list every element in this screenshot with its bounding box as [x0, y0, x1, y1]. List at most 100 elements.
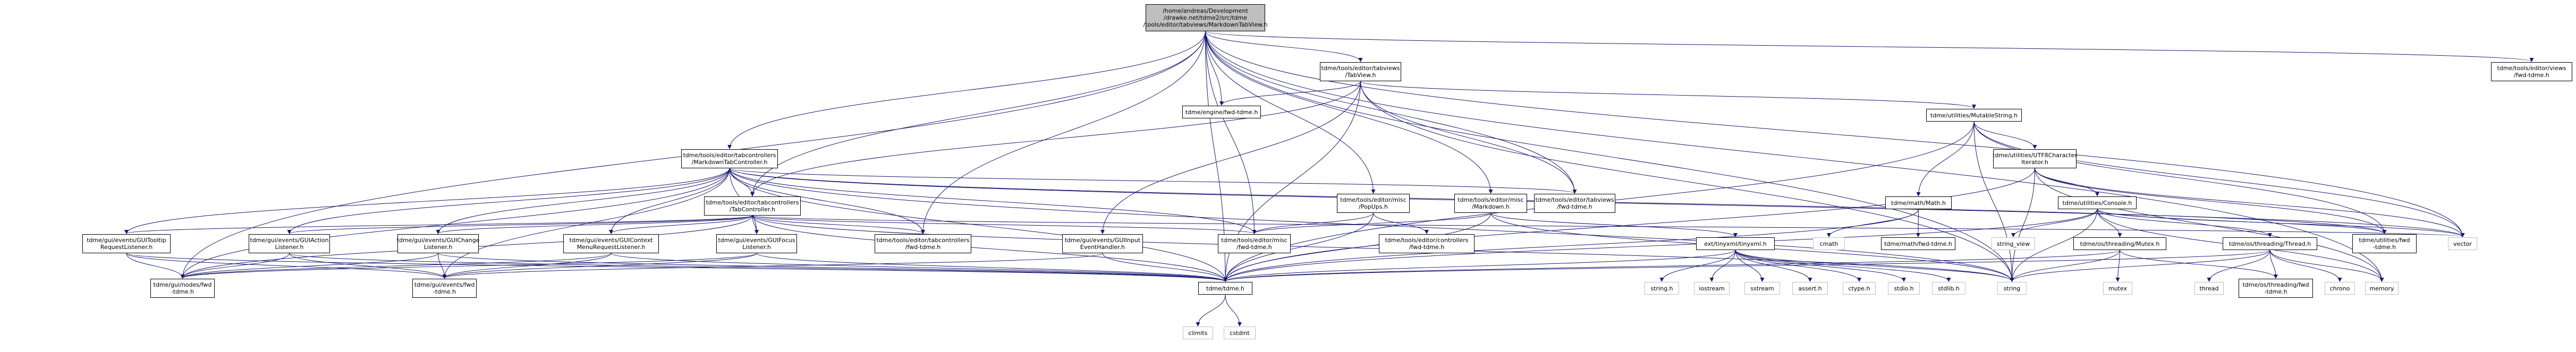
- node-string-h: string.h: [1645, 282, 1679, 295]
- node-views-fwd[interactable]: tdme/tools/editor/views /fwd-tdme.h: [2491, 62, 2572, 81]
- edge-root-to-misc-fwd: [1205, 31, 1257, 234]
- edge-tinyxml-to-string-h: [1659, 250, 1736, 282]
- node-utf8[interactable]: tdme/utilities/UTF8Character Iterator.h: [1993, 149, 2077, 168]
- edge-tabview-to-gui-input: [1100, 81, 1361, 234]
- edge-gui-focus-to-tdme-h: [756, 253, 1227, 282]
- edge-md-tab-controller-to-gui-change: [436, 168, 730, 234]
- node-iostream: iostream: [1694, 282, 1730, 295]
- edge-markdown-to-tinyxml: [1490, 212, 1738, 237]
- edge-tab-controller-to-tdme-h: [752, 215, 1227, 282]
- edge-gui-tooltip-to-nodes-fwd: [126, 253, 185, 279]
- node-vector: vector: [2448, 237, 2477, 250]
- edge-md-tab-controller-to-tdme-h: [729, 168, 1227, 282]
- edge-math-to-cmath: [1827, 209, 1919, 237]
- node-tabviews-fwd[interactable]: tdme/tools/editor/tabviews /fwd-tdme.h: [1534, 194, 1615, 213]
- node-os-thread[interactable]: tdme/os/threading/Thread.h: [2223, 237, 2317, 250]
- edge-popups-to-tdme-h: [1223, 212, 1374, 282]
- edge-tab-controller-to-vector: [752, 215, 2464, 237]
- edge-mutable-string-to-utilities-fwd: [1973, 121, 2387, 234]
- node-sstream: sstream: [1744, 282, 1780, 295]
- edge-md-tab-controller-to-tabcontrollers-fwd: [729, 168, 925, 234]
- edge-gui-input-to-tdme-h: [1102, 253, 1227, 282]
- edge-mutable-string-to-string: [1973, 121, 2014, 282]
- node-tabview[interactable]: tdme/tools/editor/tabviews /TabView.h: [1320, 62, 1401, 81]
- node-math[interactable]: tdme/math/Math.h: [1885, 196, 1952, 209]
- node-cmath: cmath: [1813, 237, 1845, 250]
- node-popups[interactable]: tdme/tools/editor/misc /PopUps.h: [1337, 194, 1410, 213]
- edge-gui-context-to-nodes-fwd: [180, 253, 612, 279]
- edge-tabview-to-engine-fwd: [1219, 81, 1361, 106]
- edge-tinyxml-to-iostream: [1709, 250, 1736, 282]
- edge-utf8-to-memory: [2035, 168, 2384, 282]
- edge-root-to-tabviews-fwd: [1205, 31, 1577, 194]
- node-misc-fwd[interactable]: tdme/tools/editor/misc /fwd-tdme.h: [1218, 234, 1291, 253]
- node-gui-tooltip[interactable]: tdme/gui/events/GUITooltip RequestListen…: [82, 234, 171, 253]
- node-engine-fwd[interactable]: tdme/engine/fwd-tdme.h: [1182, 106, 1261, 118]
- node-mutable-string[interactable]: tdme/utilities/MutableString.h: [1926, 109, 2022, 122]
- node-string: string: [1997, 282, 2027, 295]
- edge-console-to-os-mutex: [2097, 209, 2122, 237]
- edge-root-to-vector: [1205, 31, 2465, 237]
- edge-gui-tooltip-to-events-fwd: [126, 253, 447, 279]
- node-os-mutex[interactable]: tdme/os/threading/Mutex.h: [2073, 237, 2166, 250]
- edge-tinyxml-to-assert-h: [1735, 250, 1812, 282]
- edge-utf8-to-string: [2010, 168, 2035, 282]
- node-gui-input[interactable]: tdme/gui/events/GUIInput EventHandler.h: [1062, 234, 1143, 253]
- edge-gui-action-to-tdme-h: [289, 253, 1227, 282]
- edge-gui-tooltip-to-tdme-h: [126, 253, 1227, 282]
- edge-root-to-md-tab-controller: [727, 31, 1206, 149]
- edge-console-to-tdme-h: [1223, 209, 2098, 282]
- edge-tinyxml-to-ctype-h: [1735, 250, 1861, 282]
- edge-tinyxml-to-tdme-h: [1223, 250, 1736, 282]
- edge-os-mutex-to-string: [2010, 250, 2120, 282]
- edge-utf8-to-vector: [2035, 168, 2465, 237]
- node-tinyxml[interactable]: ext/tinyxml/tinyxml.h: [1696, 237, 1775, 250]
- node-gui-focus[interactable]: tdme/gui/events/GUIFocus Listener.h: [716, 234, 797, 253]
- node-gui-action[interactable]: tdme/gui/events/GUIAction Listener.h: [249, 234, 330, 253]
- node-gui-change[interactable]: tdme/gui/events/GUIChange Listener.h: [397, 234, 479, 253]
- node-console[interactable]: tdme/utilities/Console.h: [2058, 196, 2137, 209]
- edge-md-tab-controller-to-gui-tooltip: [124, 168, 730, 234]
- edge-tabview-to-tab-controller: [750, 81, 1361, 196]
- edge-root-to-string: [1205, 31, 2014, 282]
- node-utilities-fwd[interactable]: tdme/utilities/fwd -tdme.h: [2352, 234, 2417, 253]
- node-memory: memory: [2365, 282, 2399, 295]
- edge-md-tab-controller-to-gui-context: [609, 168, 730, 234]
- node-tdme-h[interactable]: tdme/tdme.h: [1198, 282, 1252, 295]
- edge-root-to-tab-controller: [750, 31, 1206, 196]
- edge-tinyxml-to-stdio-h: [1735, 250, 1906, 282]
- edge-os-mutex-to-mutex: [2115, 250, 2120, 282]
- edge-tinyxml-to-sstream: [1735, 250, 1765, 282]
- node-tabcontrollers-fwd[interactable]: tdme/tools/editor/tabcontrollers /fwd-td…: [875, 234, 971, 253]
- edge-md-tab-controller-to-nodes-fwd: [180, 168, 730, 279]
- edge-root-to-views-fwd: [1205, 31, 2533, 62]
- node-gui-context[interactable]: tdme/gui/events/GUIContext MenuRequestLi…: [563, 234, 659, 253]
- edge-tdme-h-to-climits: [1196, 294, 1226, 327]
- edge-tabview-to-string: [1360, 81, 2014, 282]
- edge-popups-to-controllers-fwd: [1373, 212, 1429, 234]
- edge-mutable-string-to-vector: [1973, 121, 2465, 237]
- edge-console-to-string: [2010, 209, 2098, 282]
- node-nodes-fwd[interactable]: tdme/gui/nodes/fwd -tdme.h: [150, 279, 215, 298]
- node-markdown[interactable]: tdme/tools/editor/misc /Markdown.h: [1454, 194, 1527, 213]
- node-events-fwd[interactable]: tdme/gui/events/fwd -tdme.h: [412, 279, 477, 298]
- node-md-tab-controller[interactable]: tdme/tools/editor/tabcontrollers /Markdo…: [681, 149, 778, 168]
- node-stdlib-h: stdlib.h: [1932, 282, 1965, 295]
- node-mutex: mutex: [2103, 282, 2132, 295]
- node-threading-fwd[interactable]: tdme/os/threading/fwd -tdme.h: [2239, 279, 2313, 298]
- node-stdio-h: stdio.h: [1888, 282, 1920, 295]
- node-string-view: string_view: [1992, 237, 2035, 250]
- node-tab-controller[interactable]: tdme/tools/editor/tabcontrollers /TabCon…: [704, 196, 801, 216]
- node-assert-h: assert.h: [1792, 282, 1828, 295]
- edge-utf8-to-console: [2035, 168, 2099, 196]
- node-math-fwd[interactable]: tdme/math/fwd-tdme.h: [1881, 237, 1955, 250]
- edge-gui-change-to-tdme-h: [438, 253, 1227, 282]
- edge-root-to-engine-fwd: [1205, 31, 1224, 106]
- edge-os-thread-to-memory: [2269, 250, 2384, 282]
- edge-markdown-to-misc-fwd: [1252, 212, 1491, 234]
- edge-md-tab-controller-to-misc-fwd: [729, 168, 1257, 234]
- node-controllers-fwd[interactable]: tdme/tools/editor/controllers /fwd-tdme.…: [1379, 234, 1475, 253]
- edge-md-tab-controller-to-gui-action: [287, 168, 730, 234]
- edge-tab-controller-to-gui-focus: [752, 215, 759, 234]
- edge-tdme-h-to-cstdint: [1225, 294, 1242, 327]
